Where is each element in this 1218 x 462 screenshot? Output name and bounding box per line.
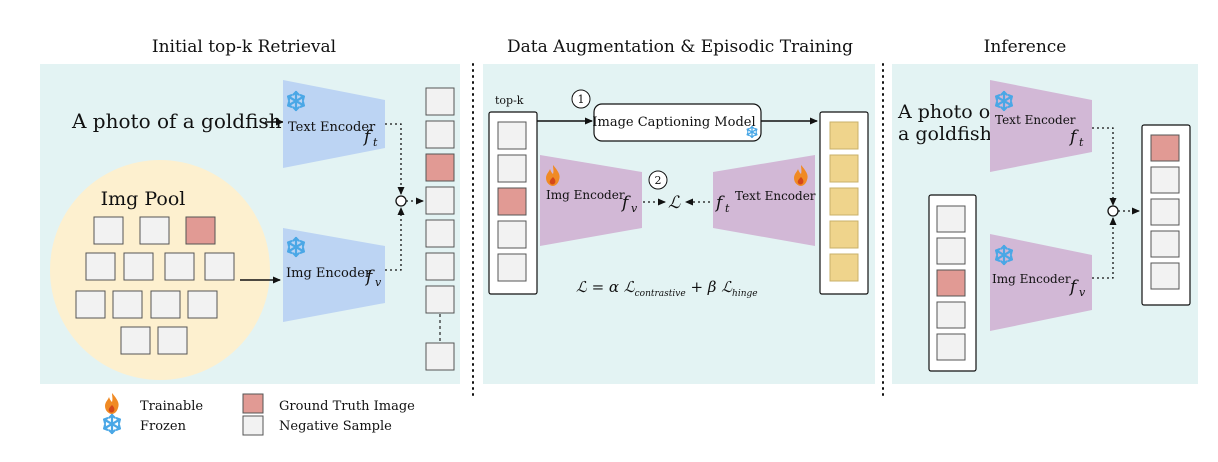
similarity-node: [1107, 205, 1119, 217]
topk-image: [497, 154, 527, 183]
caption-item: [829, 220, 859, 249]
img-encoder: [283, 228, 385, 322]
train-text-encoder-symbol: f: [714, 193, 725, 213]
retrieval-title: Initial top-k Retrieval: [152, 37, 336, 57]
img-encoder-subscript: v: [375, 276, 382, 289]
caption-item: [829, 187, 859, 216]
pool-image: [204, 252, 235, 281]
pool-image: [157, 326, 188, 355]
candidate-image: [936, 205, 966, 233]
query-text: A photo of a goldfish: [71, 109, 282, 133]
pool-image: [123, 252, 154, 281]
pool-image: [139, 216, 170, 245]
train-img-encoder-symbol: f: [620, 193, 631, 213]
caption-item: [829, 253, 859, 282]
train-text-encoder-label: Text Encoder: [735, 189, 816, 203]
output-image: [1150, 166, 1180, 194]
inference-img-encoder-subscript: v: [1079, 286, 1086, 299]
ranked-image: [425, 186, 455, 215]
ranked-image: [425, 342, 455, 371]
topk-image: [497, 220, 527, 249]
pool-image: [112, 290, 143, 319]
text-encoder-subscript: t: [373, 136, 378, 149]
inference-text-encoder: [990, 80, 1092, 172]
inference-text-encoder-label: Text Encoder: [995, 113, 1076, 127]
ranked-image: [425, 285, 455, 314]
similarity-node: [395, 195, 407, 207]
img-pool-label: Img Pool: [101, 188, 186, 210]
ground-truth-image: [936, 269, 966, 297]
train-img-encoder-subscript: v: [631, 202, 638, 215]
pool-images: [75, 216, 235, 355]
train-img-encoder-label: Img Encoder: [546, 188, 625, 202]
text-encoder-symbol: f: [362, 127, 373, 147]
ground-truth-image: [185, 216, 216, 245]
ranked-image: [425, 120, 455, 149]
inference-query-line1: A photo of: [897, 101, 999, 123]
legend-gt-swatch: [242, 393, 264, 414]
pool-image: [120, 326, 151, 355]
inference-text-encoder-subscript: t: [1079, 136, 1084, 149]
img-encoder-symbol: f: [364, 267, 375, 287]
pool-image: [187, 290, 218, 319]
topk-label: top-k: [495, 94, 524, 107]
caption-item: [829, 121, 859, 150]
inference-img-encoder-symbol: f: [1068, 277, 1079, 297]
ground-truth-image: [425, 153, 455, 182]
inference-img-encoder-label: Img Encoder: [992, 272, 1071, 286]
step-2-marker: [648, 170, 668, 190]
ranked-image: [425, 219, 455, 248]
trainable-text-encoder: [713, 155, 815, 246]
pool-image: [150, 290, 181, 319]
loss-formula: ℒ = α ℒcontrastive + β ℒhinge: [576, 278, 758, 299]
snowflake-icon: [103, 413, 121, 435]
legend-frozen: Frozen: [140, 419, 187, 434]
pool-image: [164, 252, 195, 281]
legend-negative-swatch: [242, 415, 264, 436]
training-title: Data Augmentation & Episodic Training: [507, 37, 853, 57]
inference-img-encoder: [990, 234, 1092, 331]
step-2-number: 2: [655, 174, 662, 187]
ground-truth-image: [1150, 134, 1180, 162]
flame-icon: [105, 393, 119, 414]
captioning-label: Image Captioning Model: [592, 115, 755, 130]
topk-image: [497, 253, 527, 282]
pool-image: [85, 252, 116, 281]
pool-image: [93, 216, 124, 245]
topk-image: [497, 121, 527, 150]
inference-text-encoder-symbol: f: [1068, 127, 1079, 147]
caption-item: [829, 154, 859, 183]
inference-title: Inference: [984, 37, 1067, 57]
step-1-marker: [571, 89, 591, 109]
ranked-image: [425, 87, 455, 116]
step-1-number: 1: [578, 93, 585, 106]
pool-image: [75, 290, 106, 319]
text-encoder: [283, 80, 385, 168]
train-text-encoder-subscript: t: [725, 202, 730, 215]
legend: Trainable Frozen Ground Truth Image Nega…: [103, 393, 415, 436]
inference-query-line2: a goldfish: [898, 123, 992, 145]
output-image: [1150, 198, 1180, 226]
legend-trainable: Trainable: [140, 399, 203, 414]
img-pool: [50, 160, 270, 380]
img-encoder-label: Img Encoder: [286, 266, 372, 281]
output-image: [1150, 262, 1180, 290]
candidate-image: [936, 301, 966, 329]
legend-ground-truth: Ground Truth Image: [279, 399, 415, 414]
trainable-img-encoder: [540, 155, 642, 246]
output-image: [1150, 230, 1180, 258]
loss-symbol: ℒ: [668, 193, 681, 213]
legend-negative: Negative Sample: [279, 419, 392, 434]
ground-truth-image: [497, 187, 527, 216]
candidate-image: [936, 237, 966, 265]
text-encoder-label: Text Encoder: [288, 120, 376, 135]
ranked-image: [425, 252, 455, 281]
candidate-image: [936, 333, 966, 361]
image-captioning-model: [593, 103, 762, 142]
ranked-list: [425, 87, 455, 371]
